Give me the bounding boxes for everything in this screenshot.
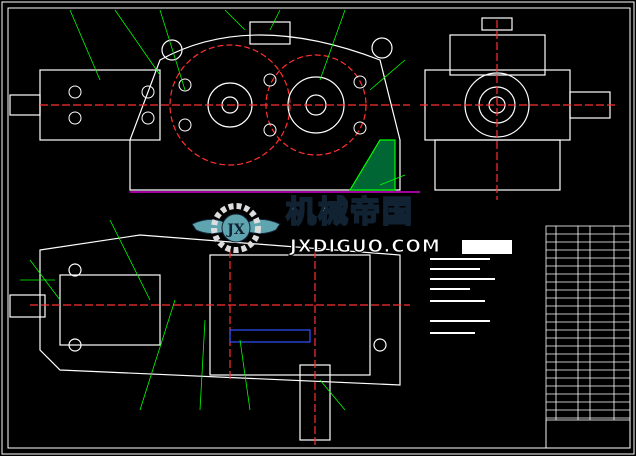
gear-wings-emblem-icon: JX — [191, 203, 281, 253]
leader-lines — [20, 9, 406, 411]
watermark-chinese: 机械帝国 — [285, 195, 414, 231]
side-view — [420, 17, 615, 200]
front-view — [9, 21, 420, 193]
watermark-english: JXDIGUO.COM — [290, 236, 441, 258]
parts-list-table — [545, 225, 631, 449]
technical-notes — [430, 240, 512, 334]
watermark-logo: JX 机械帝国 JXDIGUO.COM — [190, 195, 480, 262]
plan-view — [9, 234, 410, 445]
emblem-letters: JX — [225, 222, 245, 238]
